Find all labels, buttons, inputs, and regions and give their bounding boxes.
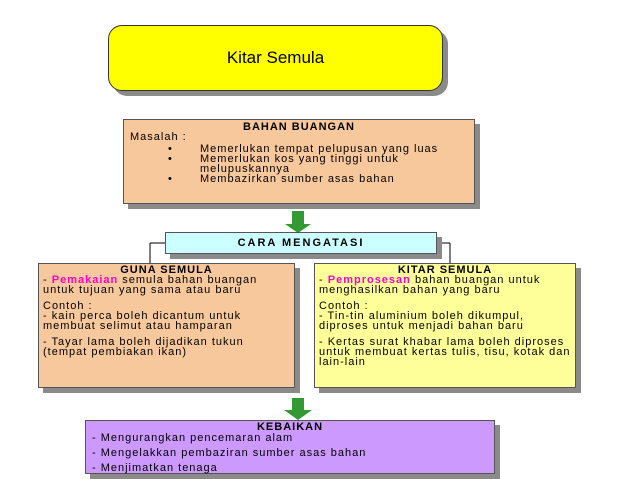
cara-mengatasi-box: CARA MENGATASI — [165, 232, 437, 254]
list-item: - Mengurangkan pencemaran alam — [92, 432, 294, 444]
guna-semula-box: GUNA SEMULA - Pemakaian semula bahan bua… — [38, 263, 295, 388]
kitar-semula-definition: - Pemprosesan bahan buangan untuk mengha… — [319, 274, 541, 296]
masalah-label: Masalah : — [130, 131, 187, 143]
kebaikan-heading: KEBAIKAN — [256, 421, 324, 433]
list-item: - Mengelakkan pembaziran sumber asas bah… — [92, 447, 367, 459]
masalah-list: Memerlukan tempat pelupusan yang luas Me… — [130, 144, 468, 185]
bahan-buangan-box: BAHAN BUANGAN Masalah : Memerlukan tempa… — [123, 119, 475, 204]
kitar-semula-term: Pemprosesan — [327, 274, 411, 286]
bahan-buangan-heading: BAHAN BUANGAN — [243, 121, 355, 133]
guna-example-2: - Tayar lama boleh dijadikan tukun (temp… — [43, 336, 244, 358]
kebaikan-box: KEBAIKAN - Mengurangkan pencemaran alam … — [85, 420, 495, 474]
list-item: Memerlukan kos yang tinggi untuk melupus… — [168, 154, 468, 175]
kitar-semula-box: KITAR SEMULA - Pemprosesan bahan buangan… — [314, 263, 576, 388]
title-text: Kitar Semula — [226, 48, 325, 67]
guna-semula-term: Pemakaian — [51, 274, 119, 286]
kitar-contoh-label: Contoh : — [319, 300, 369, 312]
title-box: Kitar Semula — [108, 25, 443, 91]
cara-mengatasi-heading: CARA MENGATASI — [237, 237, 365, 249]
kitar-semula-definition-text: bahan buangan untuk menghasilkan bahan y… — [319, 274, 541, 296]
list-item: - Menjimatkan tenaga — [92, 462, 218, 474]
guna-semula-definition-text: semula bahan buangan untuk tujuan yang s… — [43, 274, 258, 296]
kitar-example-1: - Tin-tin aluminium boleh dikumpul, dipr… — [319, 310, 524, 332]
guna-contoh-label: Contoh : — [43, 300, 93, 312]
down-arrow-icon — [285, 211, 311, 233]
guna-semula-definition: - Pemakaian semula bahan buangan untuk t… — [43, 274, 258, 296]
kitar-example-2: - Kertas surat khabar lama boleh diprose… — [319, 336, 571, 368]
list-item: Memerlukan tempat pelupusan yang luas — [168, 144, 468, 155]
list-item: Membazirkan sumber asas bahan — [168, 174, 468, 185]
guna-example-1: - kain perca boleh dicantum untuk membua… — [43, 310, 242, 332]
kitar-semula-heading: KITAR SEMULA — [397, 264, 493, 276]
guna-semula-heading: GUNA SEMULA — [120, 264, 213, 276]
down-arrow-icon — [284, 398, 312, 420]
